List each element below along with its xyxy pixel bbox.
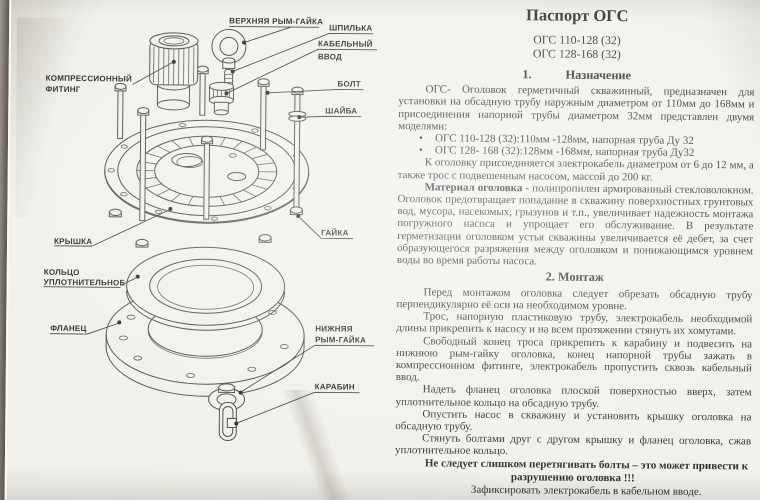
label-compression-2: ФИТИНГ — [45, 85, 80, 94]
montage-paragraph: Стянуть болтами друг с другом крышку и ф… — [395, 432, 752, 458]
model-bullets: ОГС 110-128 (32):110мм -128мм, напорная … — [398, 132, 754, 160]
carabiner-part — [218, 401, 237, 441]
section2-heading: 2. Монтаж — [545, 269, 604, 285]
section1-number: 1. — [522, 67, 532, 82]
montage-paragraph: Трос, напорную пластиковую трубу, электр… — [396, 310, 753, 338]
compression-fitting-part — [149, 32, 199, 111]
paper-sheet: ВЕРХНЯЯ РЫМ-ГАЙКА ШПИЛЬКА КАБЕЛЬНЫЙ ВВОД… — [4, 0, 760, 500]
warning-text: Не следует слишком перетягивать болты – … — [424, 456, 749, 485]
bolt — [200, 135, 214, 220]
nut-part — [289, 206, 303, 216]
passport-text: Паспорт ОГС ОГС 110-128 (32) ОГС 128-168… — [395, 4, 756, 499]
montage-paragraph: Надеть фланец оголовка плоской поверхнос… — [395, 383, 752, 410]
model-list: ОГС 110-128 (32) ОГС 128-168 (32) — [399, 32, 755, 63]
section1-intro: ОГС- Оголовок герметичный скважинный, пр… — [398, 83, 755, 133]
top-eye-nut-part — [211, 28, 247, 69]
bolt — [288, 86, 307, 213]
montage-paragraph: Опустить насос в скважину и установить к… — [395, 408, 752, 433]
label-stud: ШПИЛЬКА — [329, 23, 372, 32]
label-oring-2: УПЛОТНИТЕЛЬНОЕ — [44, 278, 126, 288]
label-cable-entry-1: КАБЕЛЬНЫЙ — [318, 39, 373, 49]
leader-lines — [43, 25, 377, 426]
label-cable-entry-2: ВВОД — [318, 52, 342, 61]
bolt — [257, 78, 270, 151]
exploded-diagram: ВЕРХНЯЯ РЫМ-ГАЙКА ШПИЛЬКА КАБЕЛЬНЫЙ ВВОД… — [43, 16, 377, 441]
diagram-labels: ВЕРХНЯЯ РЫМ-ГАЙКА ШПИЛЬКА КАБЕЛЬНЫЙ ВВОД… — [44, 16, 373, 391]
label-nut: ГАЙКА — [321, 228, 349, 237]
stud-bolts — [114, 65, 307, 222]
material-text: - полипропилен армированный стекловолокн… — [396, 182, 754, 268]
label-washer: ШАЙБА — [325, 106, 357, 115]
label-flange: ФЛАНЕЦ — [50, 324, 86, 333]
sealing-ring-part — [126, 246, 286, 331]
model-2: ОГС 128-168 (32) — [532, 45, 621, 61]
label-compression-1: КОМПРЕССИОННЫЙ — [46, 74, 132, 84]
section1-heading: 1. Назначение — [399, 66, 755, 83]
label-bottom-eye-nut-2: РЫМ-ГАЙКА — [315, 335, 366, 344]
nut-part — [108, 208, 122, 218]
material-lead: Материал оголовка — [424, 181, 523, 195]
cable-entry-part — [208, 81, 235, 116]
bottom-eye-nut-part — [208, 383, 246, 441]
bolt — [196, 65, 209, 116]
washer-part — [288, 110, 307, 122]
document-title: Паспорт ОГС — [525, 5, 629, 26]
label-bottom-eye-nut-1: НИЖНЯЯ — [315, 324, 353, 333]
section1-title: Назначение — [565, 67, 632, 83]
final-note: Зафиксировать электрокабель в кабельном … — [470, 483, 702, 498]
nut-part — [135, 238, 149, 248]
material-paragraph: Материал оголовка - полипропилен армиров… — [397, 181, 754, 270]
nut-part — [258, 234, 272, 243]
montage-paragraph: Свободный конец троса прикрепить к караб… — [395, 334, 753, 384]
nuts — [108, 206, 303, 248]
label-oring-1: КОЛЬЦО — [44, 268, 80, 277]
bolt — [137, 107, 150, 222]
label-carabiner: КАРАБИН — [315, 382, 355, 391]
label-cover: КРЫШКА — [54, 237, 92, 246]
label-top-eye-nut: ВЕРХНЯЯ РЫМ-ГАЙКА — [229, 16, 323, 26]
montage-paragraph: Перед монтажом оголовка следует обрезать… — [396, 286, 753, 313]
cable-paragraph: К оголовку присоединяется электрокабель … — [397, 156, 754, 184]
label-bolt: БОЛТ — [338, 79, 361, 88]
bolt — [114, 82, 127, 139]
